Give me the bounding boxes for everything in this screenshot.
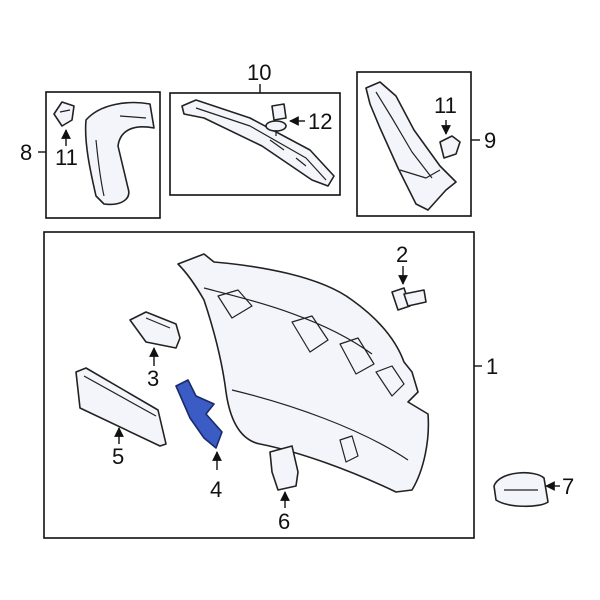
callout-11-right: 11 (434, 93, 457, 118)
callout-5: 5 (112, 444, 124, 469)
part-4-trim-strip-highlighted[interactable] (175, 379, 223, 449)
box-group-1 (43, 231, 475, 539)
part-5-side-cover[interactable] (75, 367, 167, 447)
part-3-cover[interactable] (129, 311, 181, 349)
callout-12: 12 (308, 109, 332, 134)
callout-7: 7 (562, 474, 574, 499)
part-2-fastener[interactable] (391, 287, 427, 311)
part-7-pull-handle[interactable] (493, 471, 549, 508)
part-9-pillar-trim[interactable] (365, 81, 457, 211)
callout-1: 1 (486, 354, 498, 379)
callout-2: 2 (396, 242, 408, 267)
part-11-clip-right[interactable] (439, 135, 461, 159)
part-12-push-pin[interactable] (265, 103, 287, 136)
callout-6: 6 (278, 509, 290, 534)
callout-3: 3 (147, 366, 159, 391)
callout-4: 4 (210, 477, 222, 502)
callout-9: 9 (484, 128, 496, 153)
part-10-header-trim[interactable] (181, 99, 335, 187)
callout-8: 8 (20, 140, 32, 165)
callout-11-left: 11 (55, 145, 78, 170)
box-group-10 (169, 92, 341, 196)
box-group-9 (356, 71, 472, 217)
part-6-lower-cover[interactable] (269, 445, 299, 491)
part-1-liftgate-panel[interactable] (177, 253, 430, 493)
callout-10: 10 (247, 60, 271, 85)
part-11-clip-left[interactable] (53, 101, 75, 127)
part-8-trim-panel[interactable] (84, 101, 155, 206)
box-group-8 (45, 91, 161, 219)
part-4-fill (175, 379, 223, 449)
